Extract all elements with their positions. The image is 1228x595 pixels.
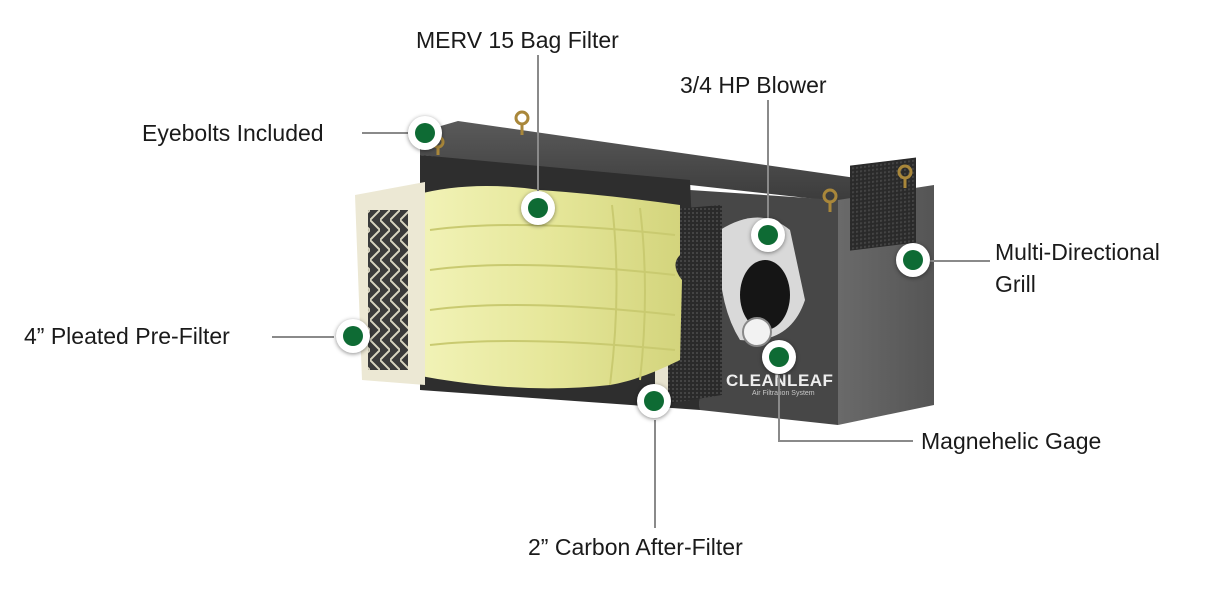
hotspot-gage-icon[interactable] xyxy=(762,340,796,374)
label-grill-line1: Multi-Directional xyxy=(995,239,1160,265)
label-carbon-filter: 2” Carbon After-Filter xyxy=(528,534,743,560)
leader-line-gage-vertical xyxy=(778,375,780,441)
brand-tagline: Air Filtration System xyxy=(752,390,815,397)
label-grill-line2: Grill xyxy=(995,271,1036,297)
leader-line-blower xyxy=(767,100,769,220)
hotspot-blower-icon[interactable] xyxy=(751,218,785,252)
hotspot-grill-icon[interactable] xyxy=(896,243,930,277)
blower-opening xyxy=(740,260,790,330)
hotspot-carbon-filter-icon[interactable] xyxy=(637,384,671,418)
label-blower: 3/4 HP Blower xyxy=(680,72,827,98)
leader-line-eyebolts xyxy=(362,132,408,134)
leader-line-grill xyxy=(930,260,990,262)
label-bag-filter: MERV 15 Bag Filter xyxy=(416,27,619,53)
hotspot-eyebolts-icon[interactable] xyxy=(408,116,442,150)
side-grill xyxy=(850,157,916,251)
pre-filter-pleats xyxy=(368,210,408,370)
leader-line-pre-filter xyxy=(272,336,334,338)
label-eyebolts: Eyebolts Included xyxy=(142,120,324,146)
cabinet-top xyxy=(420,121,905,205)
bag-filter-pockets xyxy=(429,204,676,386)
hotspot-pre-filter-icon[interactable] xyxy=(336,319,370,353)
eyebolts xyxy=(431,110,913,212)
leader-line-bag-filter xyxy=(537,55,539,192)
leader-line-carbon-filter xyxy=(654,420,656,528)
hotspot-bag-filter-icon[interactable] xyxy=(521,191,555,225)
label-pre-filter: 4” Pleated Pre-Filter xyxy=(24,323,230,349)
label-gage: Magnehelic Gage xyxy=(921,428,1102,454)
magnehelic-gage-dial xyxy=(742,317,772,347)
leader-line-gage-horizontal xyxy=(778,440,913,442)
brand-logo-text: CLEANLEAF xyxy=(726,371,834,390)
